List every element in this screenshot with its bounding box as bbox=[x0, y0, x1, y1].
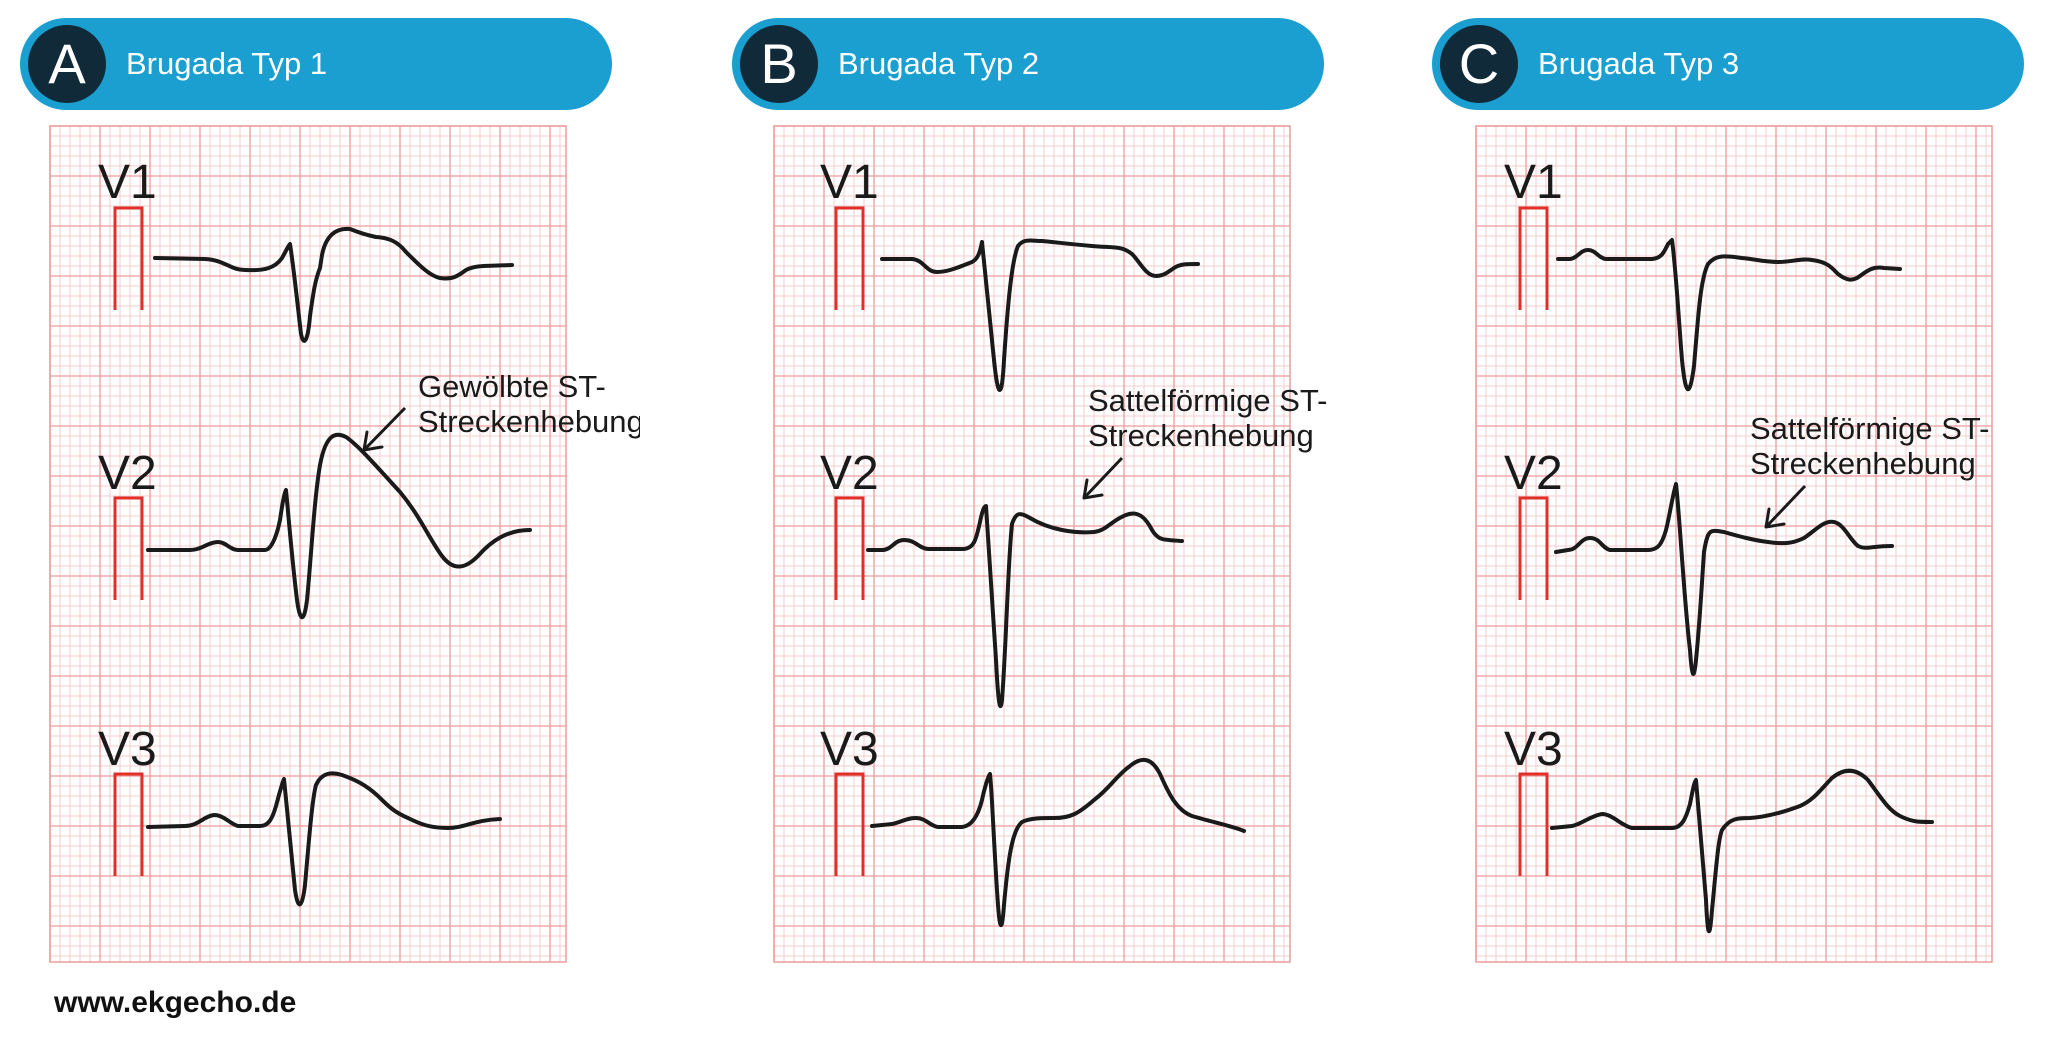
ecg-trace-v1 bbox=[880, 238, 1200, 392]
ecg-grid bbox=[773, 125, 1291, 963]
annotation-line-2: Streckenhebung bbox=[418, 404, 640, 439]
panel-b: B Brugada Typ 2 V1 V2 V3 Sattelförmige S… bbox=[732, 0, 1352, 1000]
annotation-arrow bbox=[1764, 484, 1807, 529]
annotation-arrow bbox=[362, 406, 407, 452]
ecg-grid bbox=[1475, 125, 1993, 963]
ecg-trace-v3 bbox=[1550, 768, 1934, 934]
ecg-trace-v3 bbox=[870, 757, 1246, 928]
ecg-trace-v1 bbox=[1556, 238, 1902, 392]
lead-label-v1: V1 bbox=[820, 156, 879, 209]
lead-label-v1: V1 bbox=[1504, 156, 1563, 209]
panel-letter-badge: B bbox=[740, 25, 818, 103]
panel-title: Brugada Typ 2 bbox=[838, 46, 1040, 81]
lead-label-v2: V2 bbox=[1504, 447, 1563, 500]
panel-header: B Brugada Typ 2 bbox=[732, 18, 1324, 110]
ecg-strip: V1 V2 V3 Sattelförmige ST- Streckenhebun… bbox=[1475, 125, 1993, 963]
panel-letter-badge: C bbox=[1440, 25, 1518, 103]
annotation-line-2: Streckenhebung bbox=[1750, 446, 1976, 481]
ecg-trace-v3 bbox=[146, 771, 502, 907]
panel-a: A Brugada Typ 1 V1 V2 V3 Gewölbte ST- St… bbox=[20, 0, 640, 1000]
ecg-trace-v1 bbox=[153, 226, 514, 343]
lead-label-v2: V2 bbox=[98, 447, 157, 500]
calibration-pulse-v2 bbox=[834, 496, 865, 600]
panel-header: A Brugada Typ 1 bbox=[20, 18, 612, 110]
annotation-line-1: Sattelförmige ST- bbox=[1088, 383, 1327, 418]
ecg-strip: V1 V2 V3 Gewölbte ST- Streckenhebung bbox=[49, 125, 640, 963]
lead-label-v2: V2 bbox=[820, 447, 879, 500]
annotation-line-1: Gewölbte ST- bbox=[418, 369, 606, 404]
lead-label-v3: V3 bbox=[98, 723, 157, 776]
calibration-pulse-v2 bbox=[113, 496, 144, 600]
lead-label-v3: V3 bbox=[1504, 723, 1563, 776]
annotation-line-1: Sattelförmige ST- bbox=[1750, 411, 1989, 446]
panel-title: Brugada Typ 3 bbox=[1538, 46, 1740, 81]
calibration-pulse-v3 bbox=[834, 772, 865, 876]
calibration-pulse-v3 bbox=[1518, 772, 1549, 876]
annotation-line-2: Streckenhebung bbox=[1088, 418, 1314, 453]
calibration-pulse-v1 bbox=[1518, 206, 1549, 310]
ecg-trace-v2 bbox=[866, 504, 1184, 709]
panel-letter-badge: A bbox=[28, 25, 106, 103]
panel-c: C Brugada Typ 3 V1 V2 V3 Sattelförmige S… bbox=[1432, 0, 2048, 1000]
calibration-pulse-v3 bbox=[113, 772, 144, 876]
annotation-arrow bbox=[1082, 456, 1124, 500]
lead-label-v3: V3 bbox=[820, 723, 879, 776]
panel-header: C Brugada Typ 3 bbox=[1432, 18, 2024, 110]
calibration-pulse-v2 bbox=[1518, 496, 1549, 600]
website-url: www.ekgecho.de bbox=[54, 986, 297, 1019]
ecg-strip: V1 V2 V3 Sattelförmige ST- Streckenhebun… bbox=[773, 125, 1327, 963]
calibration-pulse-v1 bbox=[113, 206, 144, 310]
calibration-pulse-v1 bbox=[834, 206, 865, 310]
ecg-trace-v2 bbox=[146, 432, 532, 620]
ecg-trace-v2 bbox=[1554, 482, 1894, 676]
panel-title: Brugada Typ 1 bbox=[126, 46, 328, 81]
lead-label-v1: V1 bbox=[98, 156, 157, 209]
